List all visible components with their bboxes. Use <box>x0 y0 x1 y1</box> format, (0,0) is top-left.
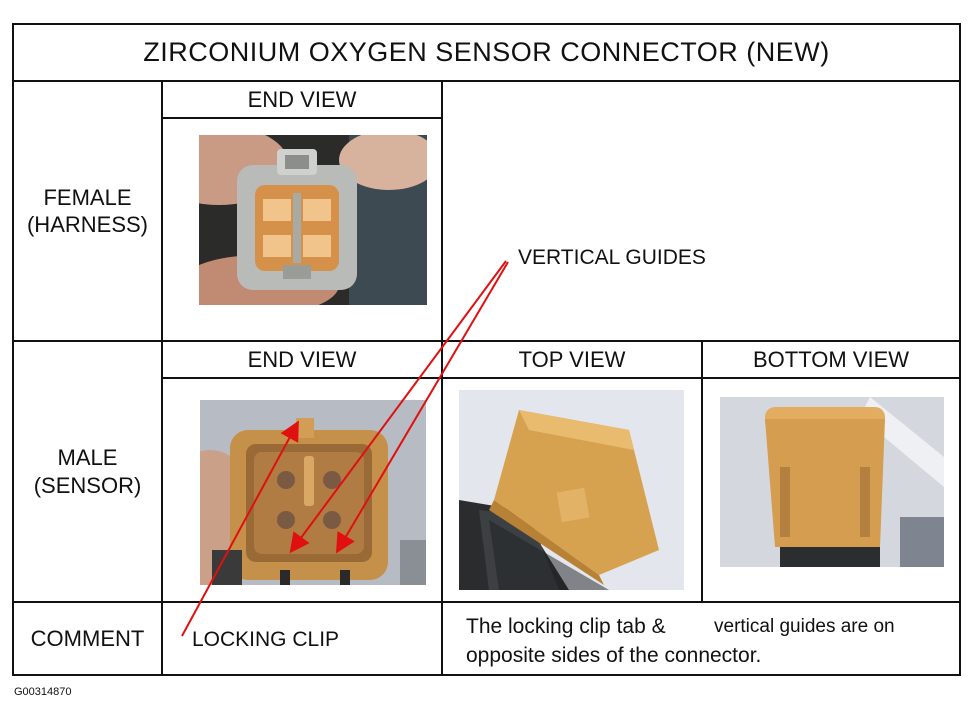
row-label-female: FEMALE (HARNESS) <box>26 184 148 238</box>
callout-vertical-guides: VERTICAL GUIDES <box>518 245 706 269</box>
rule-top-view-column <box>701 340 703 603</box>
figure-id: G00314870 <box>14 686 72 698</box>
diagram-title: ZIRCONIUM OXYGEN SENSOR CONNECTOR (NEW) <box>143 36 830 67</box>
comment-note-line1b: vertical guides are on <box>714 616 895 638</box>
row-label-comment: COMMENT <box>30 625 145 651</box>
rule-male-header <box>162 377 959 379</box>
rule-end-view-column <box>441 80 443 674</box>
header-male-top-view: TOP VIEW <box>518 346 626 372</box>
header-male-bottom-view: BOTTOM VIEW <box>752 346 910 372</box>
rule-label-column <box>161 80 163 674</box>
photo-male-top-view <box>459 390 684 590</box>
comment-locking-clip: LOCKING CLIP <box>192 627 340 651</box>
header-male-end-view: END VIEW <box>247 346 357 372</box>
rule-female-header <box>162 117 442 119</box>
row-label-male: MALE (SENSOR) <box>33 445 142 498</box>
photo-male-bottom-view <box>720 397 944 567</box>
rule-under-male <box>14 601 959 603</box>
comment-note-line2: opposite sides of the connector. <box>466 643 762 667</box>
photo-male-end-view <box>200 400 426 585</box>
comment-note-line1a: The locking clip tab & <box>466 614 666 638</box>
diagram-table: ZIRCONIUM OXYGEN SENSOR CONNECTOR (NEW) … <box>12 23 961 676</box>
header-female-end-view: END VIEW <box>247 86 357 112</box>
rule-under-title <box>14 80 959 82</box>
photo-female-end-view <box>199 135 427 305</box>
